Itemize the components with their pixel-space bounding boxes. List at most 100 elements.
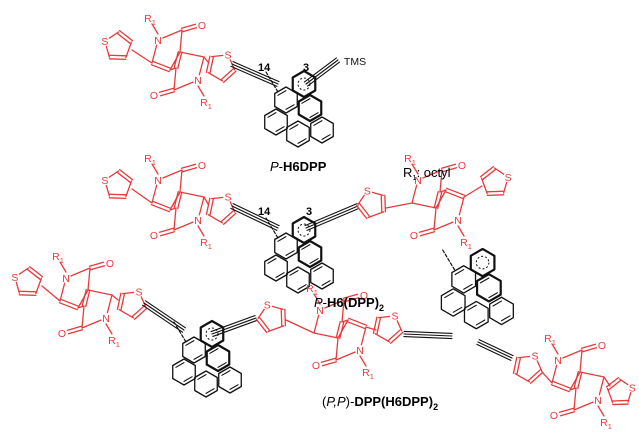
thiophene-ring: S [372, 311, 404, 344]
hexahelicene-core [264, 69, 334, 148]
atom-label: S [264, 300, 271, 312]
alkyne-bond [476, 339, 514, 361]
atom-label: N [154, 175, 162, 187]
atom-label: O [458, 160, 466, 172]
thiophene-ring: S [355, 186, 387, 220]
atom-label: R1 [200, 237, 212, 251]
thiophene-ring: S [255, 300, 287, 334]
compound-label-h6-dpp2: P-H6(DPP)2 [314, 295, 384, 313]
bond [541, 371, 553, 384]
atom-label: S [629, 382, 636, 394]
atom-label: S [364, 186, 371, 198]
thiophene-ring: S [99, 29, 134, 61]
thiophene-ring: S [479, 165, 514, 197]
atom-label: R1 [306, 283, 318, 297]
bond [285, 319, 315, 334]
bond [603, 376, 611, 387]
bond [463, 185, 483, 198]
atom-label: R1 [544, 333, 556, 347]
alkyne-bond [303, 57, 341, 87]
atom-label: R1 [362, 367, 374, 381]
alkyne-bond [210, 315, 258, 337]
atom-label: R1 [460, 237, 472, 251]
position-14-label: 14 [258, 206, 271, 218]
atom-label: O [150, 230, 158, 242]
atom-label: R1 [200, 97, 212, 111]
atom-label: S [101, 36, 108, 48]
atom-label: S [135, 287, 142, 299]
atom-label: O [106, 258, 114, 270]
bond [203, 196, 209, 205]
atom-label: S [11, 272, 18, 284]
bond [365, 326, 377, 331]
atom-label: O [58, 328, 66, 340]
atom-label: N [154, 35, 162, 47]
thiophene-ring: S [512, 351, 544, 384]
atom-label: N [316, 305, 324, 317]
atom-label: S [391, 311, 398, 323]
atom-label: S [224, 50, 231, 62]
atom-label: S [531, 351, 538, 363]
position-3-label: 3 [303, 62, 309, 74]
alkyne-bond [141, 300, 187, 333]
r1-definition: R1: octyl [403, 165, 451, 182]
alkyne-bond [403, 330, 453, 340]
atom-label: N [194, 75, 202, 87]
thiophene-ring: S [116, 287, 148, 320]
hexahelicene-core [264, 215, 334, 294]
alkyne-bond [230, 61, 280, 87]
bond [111, 294, 119, 301]
atom-label: S [101, 175, 108, 187]
thiophene-ring: S [9, 265, 44, 297]
bond [131, 188, 153, 204]
structure-drawing: SOONNR1R1STMSSOONNR1R1SSOONNR1R1SSOONNR1… [9, 13, 638, 431]
atom-label: O [598, 340, 606, 352]
position-14-label: 14 [258, 62, 271, 74]
position-3-label: 3 [306, 206, 312, 218]
atom-label: N [194, 215, 202, 227]
alkyne-bond [230, 203, 280, 231]
atom-label: R1 [108, 335, 120, 349]
compound-label-h6dpp: P-H6DPP [270, 159, 327, 174]
compound-label-dpp-h6dpp2: (P,P)-DPP(H6DPP)2 [322, 394, 438, 412]
atom-label: O [198, 160, 206, 172]
atom-label: O [410, 230, 418, 242]
atom-label: N [414, 175, 422, 187]
atom-label: N [454, 215, 462, 227]
alkyne-bond [304, 203, 360, 231]
atom-label: R1 [600, 417, 612, 431]
atom-label: S [505, 172, 512, 184]
thiophene-ring: S [99, 168, 134, 200]
bond [385, 202, 413, 209]
atom-label: O [360, 290, 368, 302]
atom-label: R1 [144, 153, 156, 167]
bond [41, 285, 61, 302]
atom-label: N [594, 395, 602, 407]
atom-label: N [554, 355, 562, 367]
hexahelicene-core [440, 247, 514, 330]
atom-label: O [198, 20, 206, 32]
atom-label: N [102, 313, 110, 325]
thiophene-ring: S [205, 192, 237, 225]
atom-label: R1 [144, 13, 156, 27]
thiophene-ring: S [605, 376, 638, 406]
hexahelicene-core [172, 319, 242, 398]
atom-label: R1 [404, 153, 416, 167]
atom-label: O [550, 410, 558, 422]
tms-group: TMS [344, 56, 366, 68]
atom-label: N [62, 273, 70, 285]
atom-label: O [312, 360, 320, 372]
atom-label: S [224, 192, 231, 204]
atom-label: O [150, 90, 158, 102]
atom-label: TMS [344, 56, 366, 68]
atom-label: N [356, 345, 364, 357]
bond [131, 49, 153, 64]
atom-label: R1 [52, 251, 64, 265]
